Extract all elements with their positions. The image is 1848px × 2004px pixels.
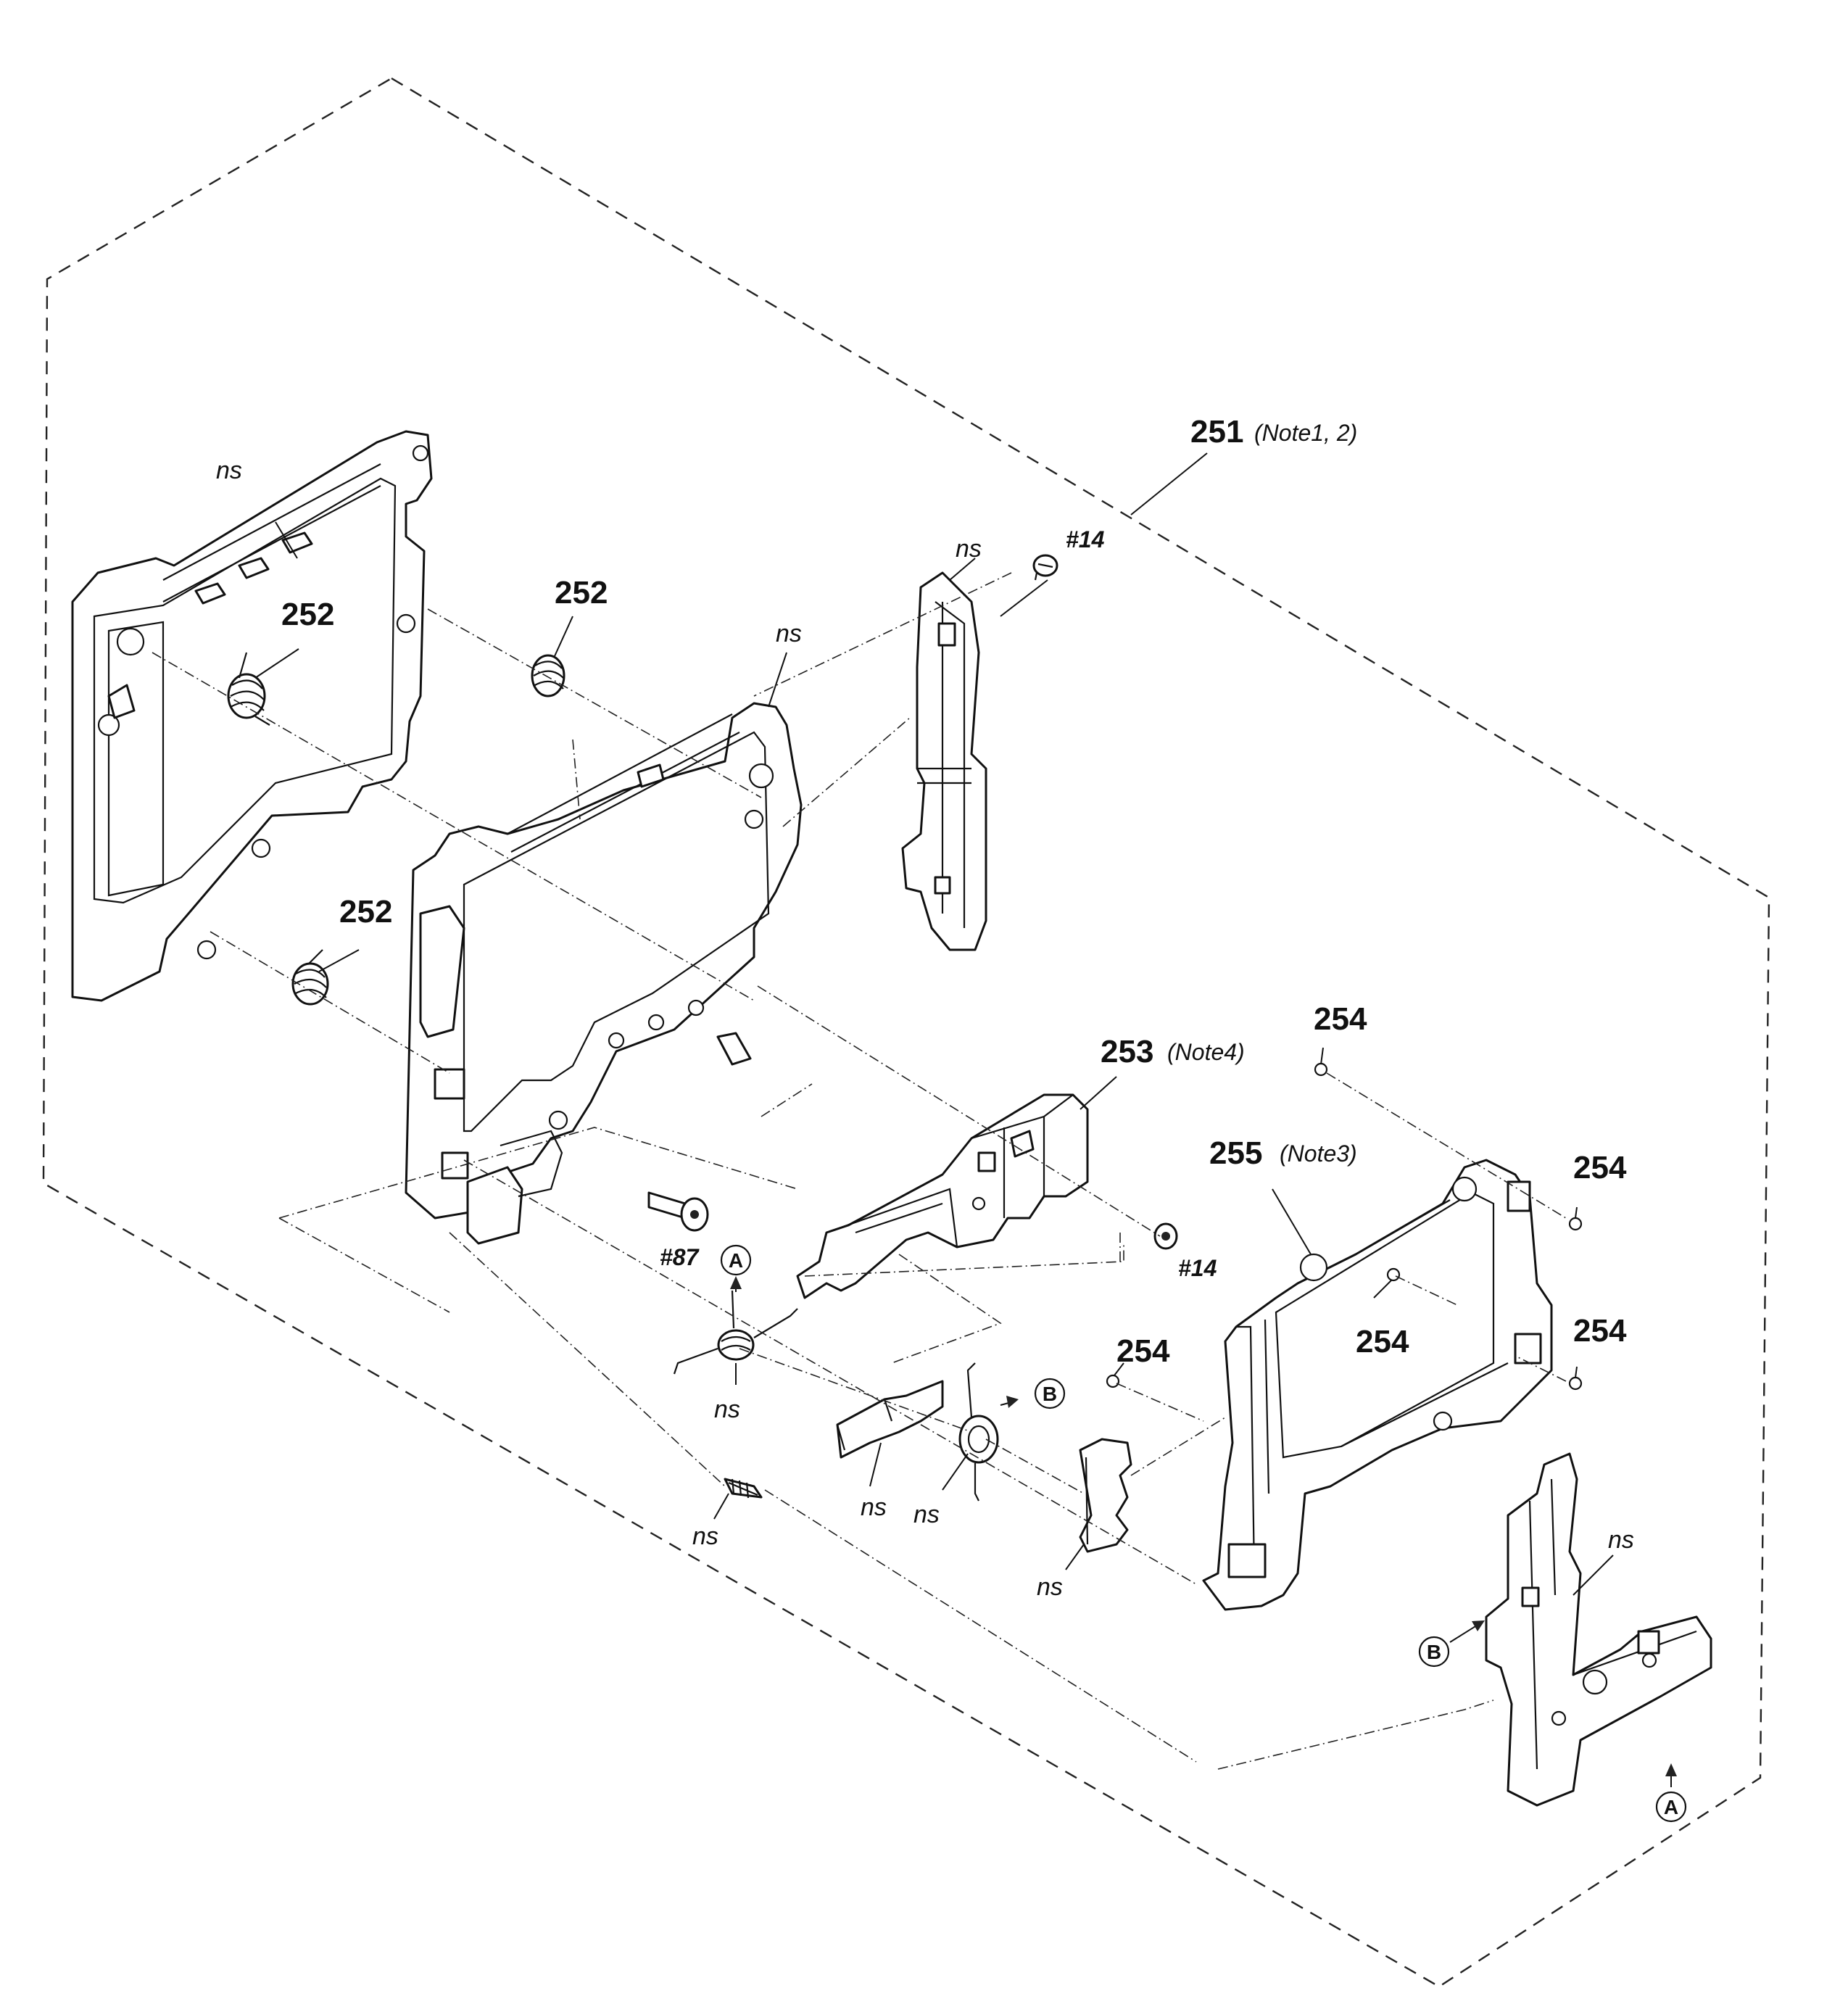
label-ns-spring-a: ns bbox=[714, 1396, 740, 1423]
upper-bracket-part bbox=[901, 571, 987, 951]
label-screw-87: #87 bbox=[660, 1244, 700, 1270]
ball-254-right-upper bbox=[1568, 1217, 1583, 1231]
guide-plate-part bbox=[836, 1380, 944, 1459]
label-ns-spring-b: ns bbox=[913, 1501, 940, 1528]
reference-a-top: A bbox=[720, 1244, 752, 1292]
circle-a-label: A bbox=[729, 1249, 743, 1272]
ball-254-right-lower bbox=[1568, 1376, 1583, 1391]
label-screw-14-top: #14 bbox=[1066, 526, 1105, 552]
label-252-upper-left: 252 bbox=[281, 597, 334, 632]
label-254-center: 254 bbox=[1356, 1324, 1409, 1359]
frame-part-255 bbox=[1202, 1159, 1553, 1611]
screw-14-mid bbox=[1153, 1222, 1178, 1250]
lower-bracket-part bbox=[1485, 1452, 1712, 1807]
label-screw-14-mid: #14 bbox=[1178, 1255, 1217, 1281]
label-ns-slider-plate: ns bbox=[1037, 1573, 1063, 1601]
torsion-spring-b bbox=[958, 1362, 999, 1502]
motor-assembly-253 bbox=[796, 1093, 1089, 1299]
label-252-upper-middle: 252 bbox=[555, 575, 608, 610]
label-ns-main-frame: ns bbox=[776, 620, 802, 647]
label-ns-upper-bracket: ns bbox=[956, 535, 982, 563]
circle-b-label: B bbox=[1043, 1383, 1057, 1405]
assembly-boundary bbox=[42, 77, 1770, 1988]
circle-b-bottom-label: B bbox=[1427, 1641, 1441, 1663]
label-254-right-upper: 254 bbox=[1573, 1150, 1627, 1185]
screw-14-top bbox=[1032, 554, 1058, 581]
label-254-top: 254 bbox=[1314, 1001, 1367, 1037]
ball-254-center bbox=[1386, 1267, 1401, 1282]
label-253-note: (Note4) bbox=[1167, 1039, 1245, 1065]
label-253: 253 bbox=[1101, 1034, 1153, 1069]
label-255-note: (Note3) bbox=[1280, 1140, 1357, 1167]
ball-254-left bbox=[1106, 1374, 1120, 1388]
reference-b-bottom: B bbox=[1418, 1620, 1485, 1668]
reference-b-mid: B bbox=[1000, 1378, 1066, 1409]
leader-lines bbox=[254, 452, 1614, 1596]
label-255: 255 bbox=[1209, 1135, 1262, 1171]
label-254-right-lower: 254 bbox=[1573, 1313, 1627, 1349]
label-252-lower: 252 bbox=[339, 894, 392, 929]
torsion-spring-a bbox=[673, 1290, 798, 1375]
ball-254-top bbox=[1314, 1062, 1328, 1077]
slider-plate-part bbox=[1079, 1438, 1132, 1553]
label-ns-extension-spring: ns bbox=[692, 1523, 718, 1550]
extension-spring-part bbox=[724, 1478, 763, 1499]
label-ns-lower-bracket: ns bbox=[1608, 1526, 1634, 1554]
label-ns-rear-frame: ns bbox=[216, 457, 242, 484]
spring-252-upper-middle bbox=[531, 654, 565, 697]
label-ns-guide-plate: ns bbox=[861, 1494, 887, 1521]
reference-a-bottom: A bbox=[1655, 1763, 1687, 1823]
main-frame-part bbox=[405, 702, 803, 1245]
alignment-lines bbox=[152, 572, 1567, 1770]
spring-252-lower-left bbox=[291, 949, 329, 1006]
label-251: 251 bbox=[1190, 414, 1243, 450]
spring-252-upper-left bbox=[227, 652, 270, 726]
label-254-left: 254 bbox=[1116, 1333, 1170, 1369]
label-251-note: (Note1, 2) bbox=[1254, 420, 1357, 446]
screw-87 bbox=[647, 1191, 709, 1232]
circle-a-bottom-label: A bbox=[1664, 1796, 1678, 1818]
